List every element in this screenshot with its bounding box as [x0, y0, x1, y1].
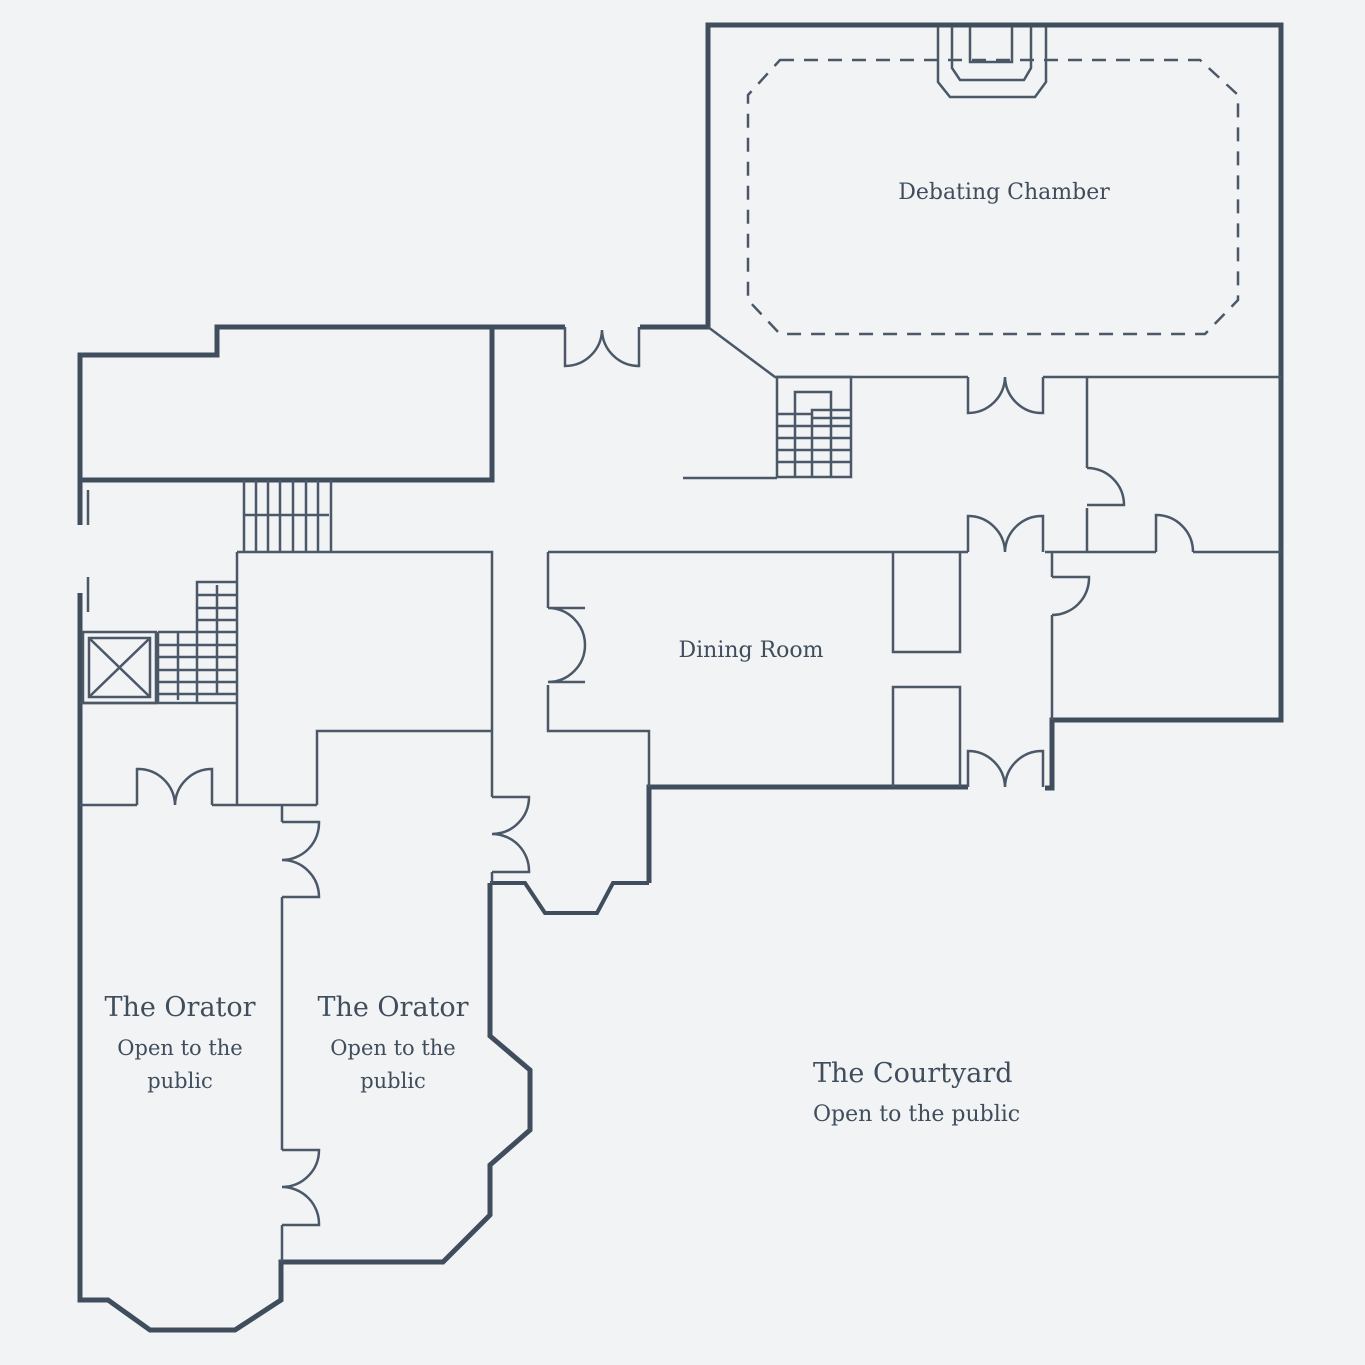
chamber-seating: [746, 27, 1240, 336]
orator-2-note-line1: Open to the: [330, 1036, 455, 1060]
door-orator-1: [281, 820, 321, 899]
door-east-room: [1051, 575, 1091, 617]
door-courtyard: [491, 795, 531, 874]
orator-1-note-line2: public: [147, 1069, 213, 1093]
orator-2-label: The Orator: [317, 992, 468, 1023]
courtyard-label: The Courtyard: [813, 1058, 1013, 1089]
door-side-room: [1086, 466, 1126, 507]
door-orator-north: [135, 767, 214, 806]
door-dining-east: [966, 749, 1045, 788]
staircase-east: [775, 375, 853, 479]
orator-2-note-line2: public: [360, 1069, 426, 1093]
dining-room-label: Dining Room: [678, 638, 823, 663]
debating-chamber-label: Debating Chamber: [898, 180, 1110, 205]
door-top-hall: [563, 327, 641, 368]
lift-icon: [81, 630, 158, 705]
doors: [135, 327, 1195, 1227]
staircase-north: [242, 480, 333, 552]
door-right-room: [1154, 513, 1195, 553]
door-chamber: [966, 376, 1045, 415]
staircase-west: [156, 580, 237, 703]
interior-walls: [80, 325, 1281, 1262]
door-corridor: [966, 514, 1045, 553]
door-orator-2: [281, 1148, 321, 1227]
orator-1-note-line1: Open to the: [117, 1036, 242, 1060]
orator-1-label: The Orator: [104, 992, 255, 1023]
courtyard-note: Open to the public: [813, 1102, 1020, 1127]
outer-walls: [77, 22, 1284, 1333]
door-dining-west: [547, 606, 587, 684]
